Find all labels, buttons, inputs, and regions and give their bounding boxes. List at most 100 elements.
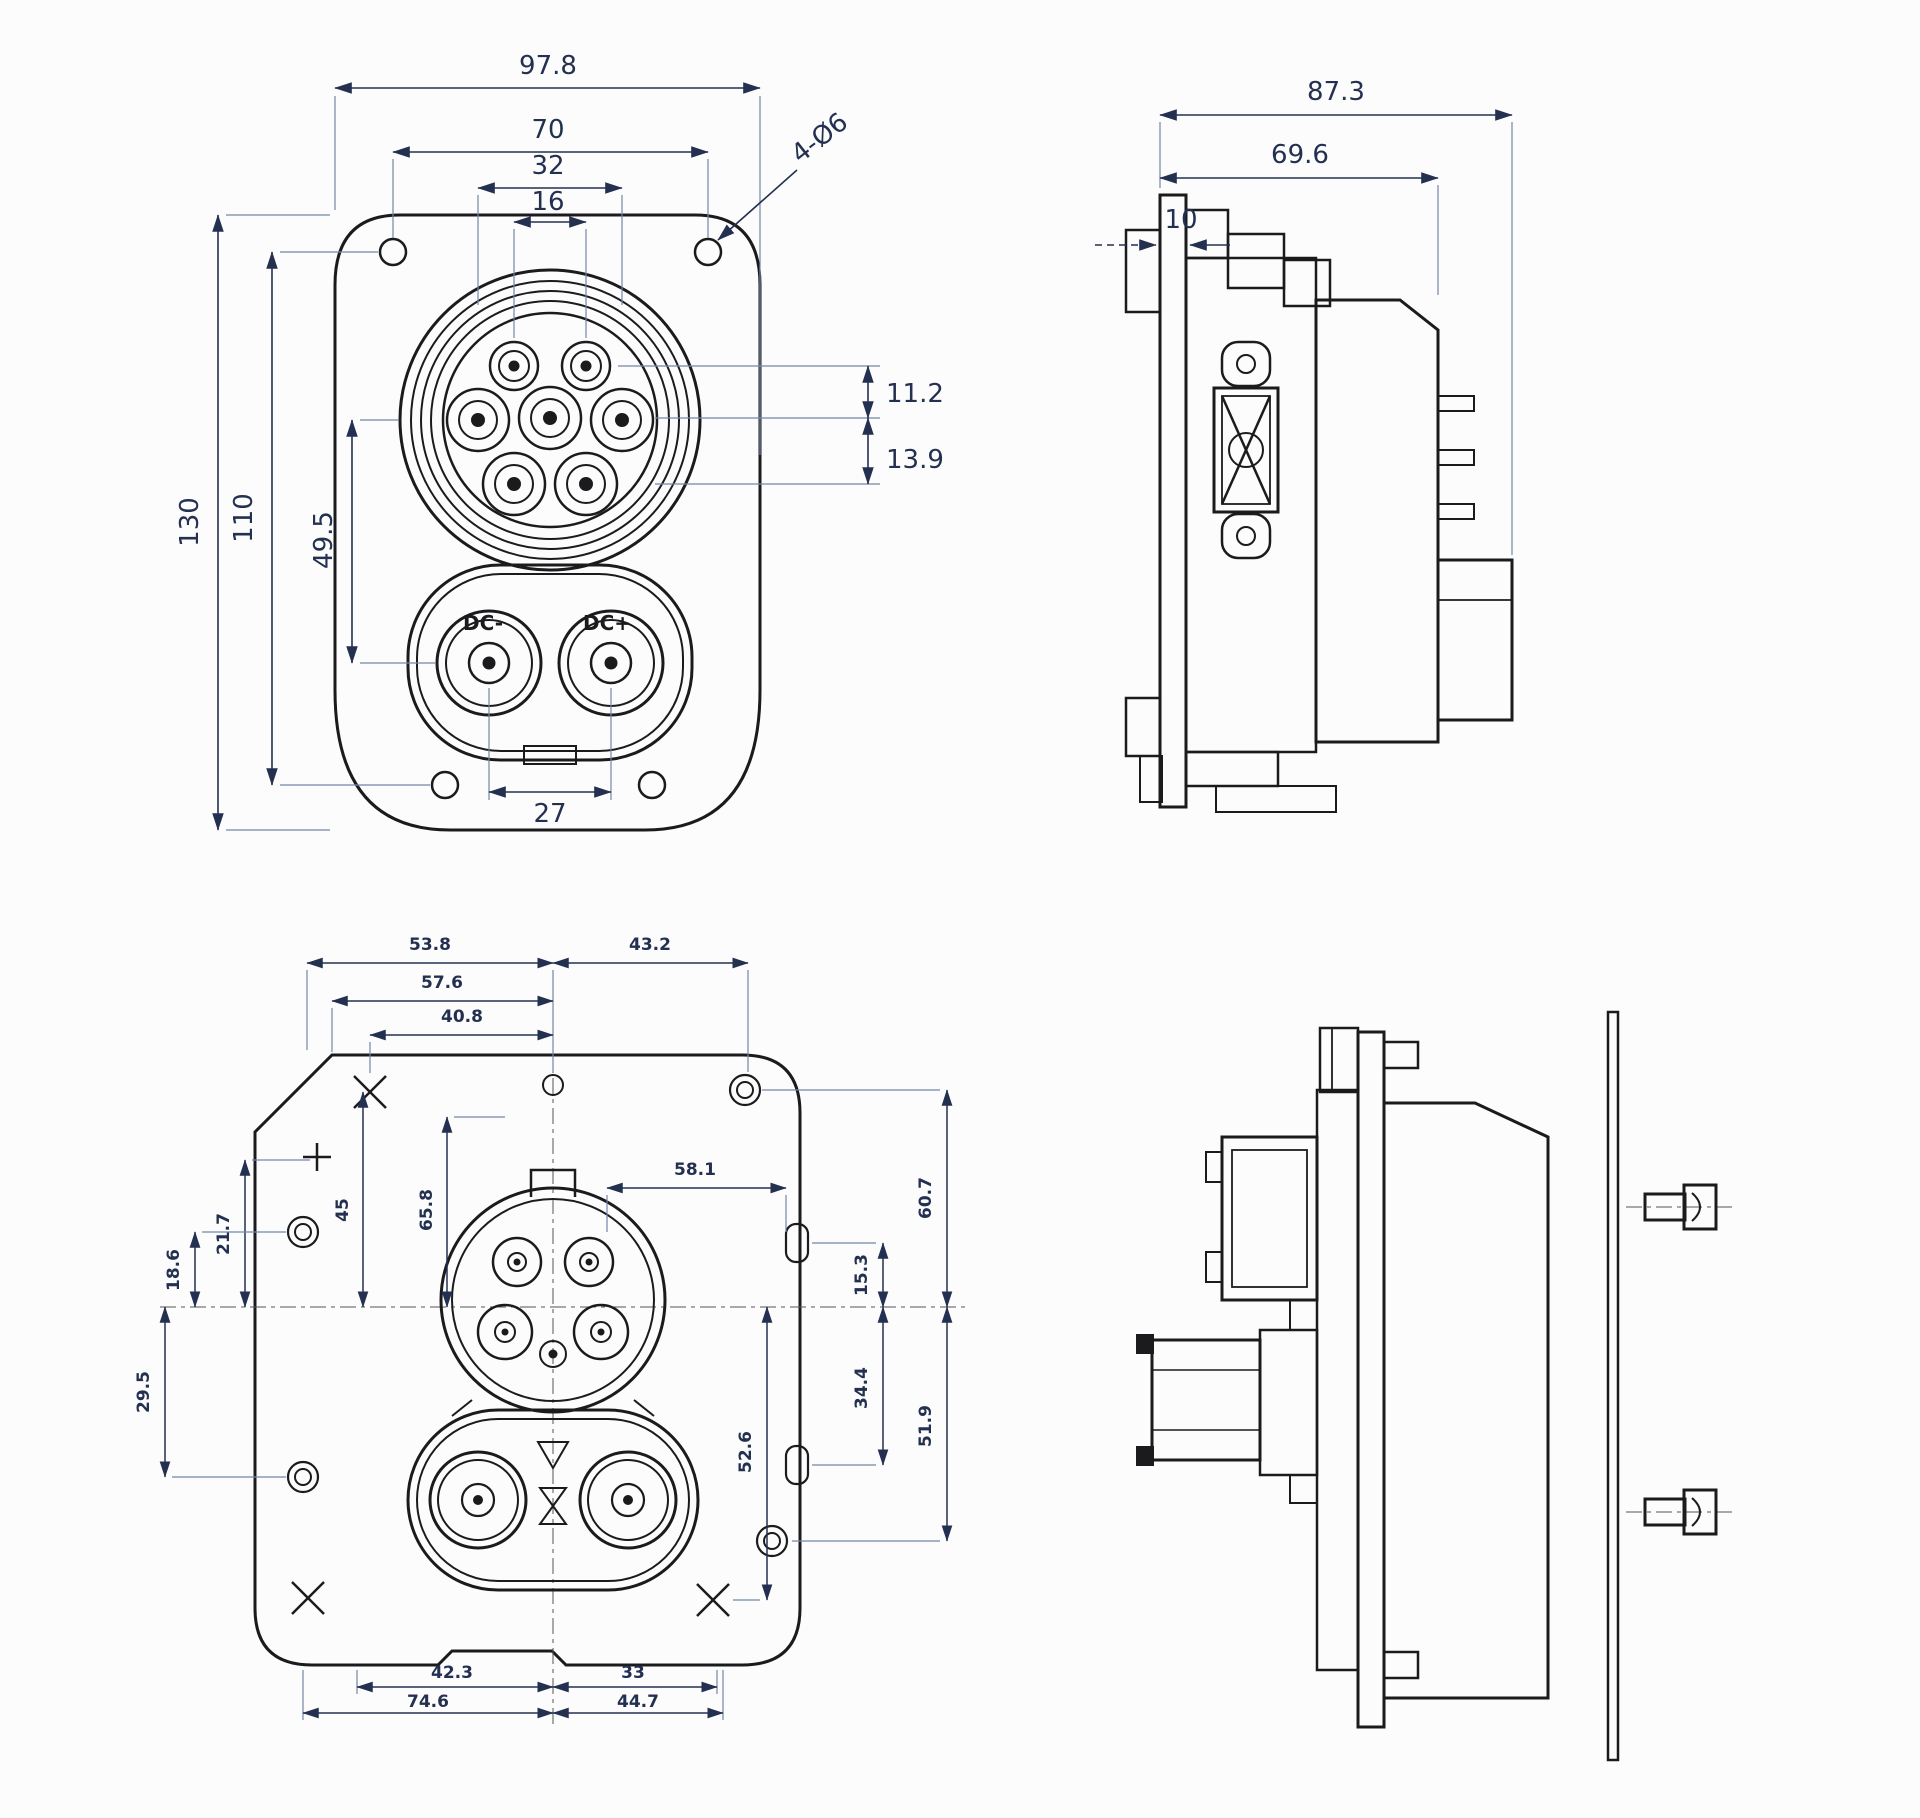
ac-connector-face: [398, 268, 702, 572]
ac-pin: [481, 451, 547, 517]
side2-dc-cylinder: [1150, 1338, 1262, 1462]
dim-label: 74.6: [407, 1692, 449, 1712]
side-step: [1226, 232, 1286, 290]
side-bottom-foot: [1215, 785, 1337, 813]
rear-pin: [563, 1236, 615, 1288]
screw-position-x-mark: [291, 1581, 325, 1615]
side2-upper-block-inner: [1231, 1149, 1308, 1288]
key-bowtie: [538, 1504, 568, 1525]
front-view: DC- DC+ 97.8 70 32 16 130: [175, 51, 944, 832]
dim-rear-left-1: 21.7: [214, 1159, 310, 1308]
ac-pin: [553, 451, 619, 517]
side2-bump: [1289, 1299, 1318, 1331]
rear-dc-pin: [578, 1450, 678, 1550]
dim-label: 40.8: [441, 1007, 483, 1027]
ac-pin: [445, 387, 511, 453]
rear-ac-section: [439, 1168, 667, 1414]
dim-label: 57.6: [421, 973, 463, 993]
side-contact-stubs: [1437, 395, 1475, 520]
side2-clip: [1382, 1040, 1420, 1070]
dim-rear-top-3: 40.8: [369, 1007, 554, 1073]
dim-label: 42.3: [431, 1663, 473, 1683]
dim-row-offset-top: 11.2: [618, 365, 944, 419]
ac-pin: [560, 340, 612, 392]
dim-rear-bottom-1: 42.3 33: [356, 1663, 718, 1694]
dim-label: 53.8: [409, 935, 451, 955]
side-front-block: [1124, 228, 1162, 314]
side2-column: [1315, 1088, 1360, 1672]
ac-ring: [420, 290, 680, 550]
ac-pin: [589, 387, 655, 453]
side2-top-hook: [1318, 1026, 1360, 1094]
side2-upper-block: [1220, 1135, 1319, 1302]
rear-dc-section: [406, 1399, 700, 1592]
side2-nub: [1205, 1151, 1223, 1183]
rear-view: 53.8 43.2 57.6 40.8 58.1 21.7 18.6: [134, 935, 965, 1725]
rear-pin: [491, 1236, 543, 1288]
dim-pin-row-span: 32: [477, 151, 623, 305]
dim-label: 29.5: [134, 1371, 154, 1413]
side-front-block: [1124, 696, 1162, 758]
dc-plus-label: DC+: [583, 611, 631, 635]
dim-rear-right-3: 34.4: [812, 1306, 889, 1466]
dim-rear-inner-1: 45: [333, 1091, 369, 1308]
dim-label: 43.2: [629, 935, 671, 955]
gasket-plate: [1606, 1010, 1620, 1762]
mount-hole: [430, 770, 460, 800]
rear-flange-outline: [253, 1053, 802, 1667]
dim-hole-pitch-v: 110: [229, 251, 430, 786]
mounting-screw: [1626, 1183, 1736, 1231]
dc-connector-face: DC- DC+: [406, 563, 694, 765]
front-flange-outline: [333, 213, 762, 832]
dc-oval-inner: [416, 573, 684, 752]
rear-pin: [572, 1303, 630, 1361]
dim-label: 58.1: [674, 1160, 716, 1180]
rear-pilot-hole: [542, 1074, 564, 1096]
dc-key-notch: [523, 745, 577, 765]
ac-face: [441, 311, 659, 529]
dim-label: 33: [621, 1663, 645, 1683]
dim-rear-top-2: 57.6: [331, 973, 554, 1052]
mount-hole: [378, 237, 408, 267]
dim-label: 130: [175, 497, 205, 547]
dim-rear-right-1: 60.7: [762, 1089, 953, 1308]
dim-label: 70: [531, 115, 564, 145]
dim-body-depth: 69.6: [1159, 140, 1439, 295]
dc-oval: [406, 563, 694, 762]
dim-label: 11.2: [886, 379, 944, 409]
dim-label: 51.9: [916, 1405, 936, 1447]
side-terminal-tail: [1436, 558, 1514, 722]
dim-row-offset-bottom: 13.9: [655, 417, 944, 485]
dim-label: 69.6: [1271, 140, 1329, 170]
dim-label: 34.4: [852, 1367, 872, 1409]
dim-label: 97.8: [519, 51, 577, 81]
side-mid-body: [1184, 256, 1318, 754]
side2-bump: [1289, 1474, 1318, 1504]
side-latch-detail: [1212, 340, 1280, 560]
side2-flange-plate: [1356, 1030, 1386, 1729]
side-bottom-block: [1184, 750, 1280, 788]
rear-slot: [784, 1444, 810, 1486]
dim-rear-right-2: 15.3: [812, 1242, 889, 1308]
exploded-side-view: [1136, 1010, 1736, 1762]
dim-label: 10: [1164, 205, 1197, 235]
dim-rear-right-5: 51.9: [792, 1306, 953, 1542]
rear-slot: [784, 1222, 810, 1264]
side2-main-body: [1382, 1101, 1550, 1700]
dim-label: 110: [229, 493, 259, 543]
dim-label: 45: [333, 1198, 353, 1222]
key-triangle: [536, 1441, 570, 1471]
mount-hole: [637, 770, 667, 800]
datum-cross-mark: [303, 1143, 331, 1171]
side2-dc-step: [1258, 1328, 1319, 1477]
dim-label: 65.8: [417, 1189, 437, 1231]
dc-minus-label: DC-: [463, 611, 503, 635]
screw-position-x-mark: [696, 1583, 730, 1617]
dim-label: 60.7: [916, 1177, 936, 1219]
mounting-screw: [1626, 1488, 1736, 1536]
dim-label: 16: [531, 187, 564, 217]
side-front-tab: [1139, 755, 1163, 803]
side2-cap: [1136, 1446, 1154, 1466]
side-flange-plate: [1158, 193, 1188, 809]
